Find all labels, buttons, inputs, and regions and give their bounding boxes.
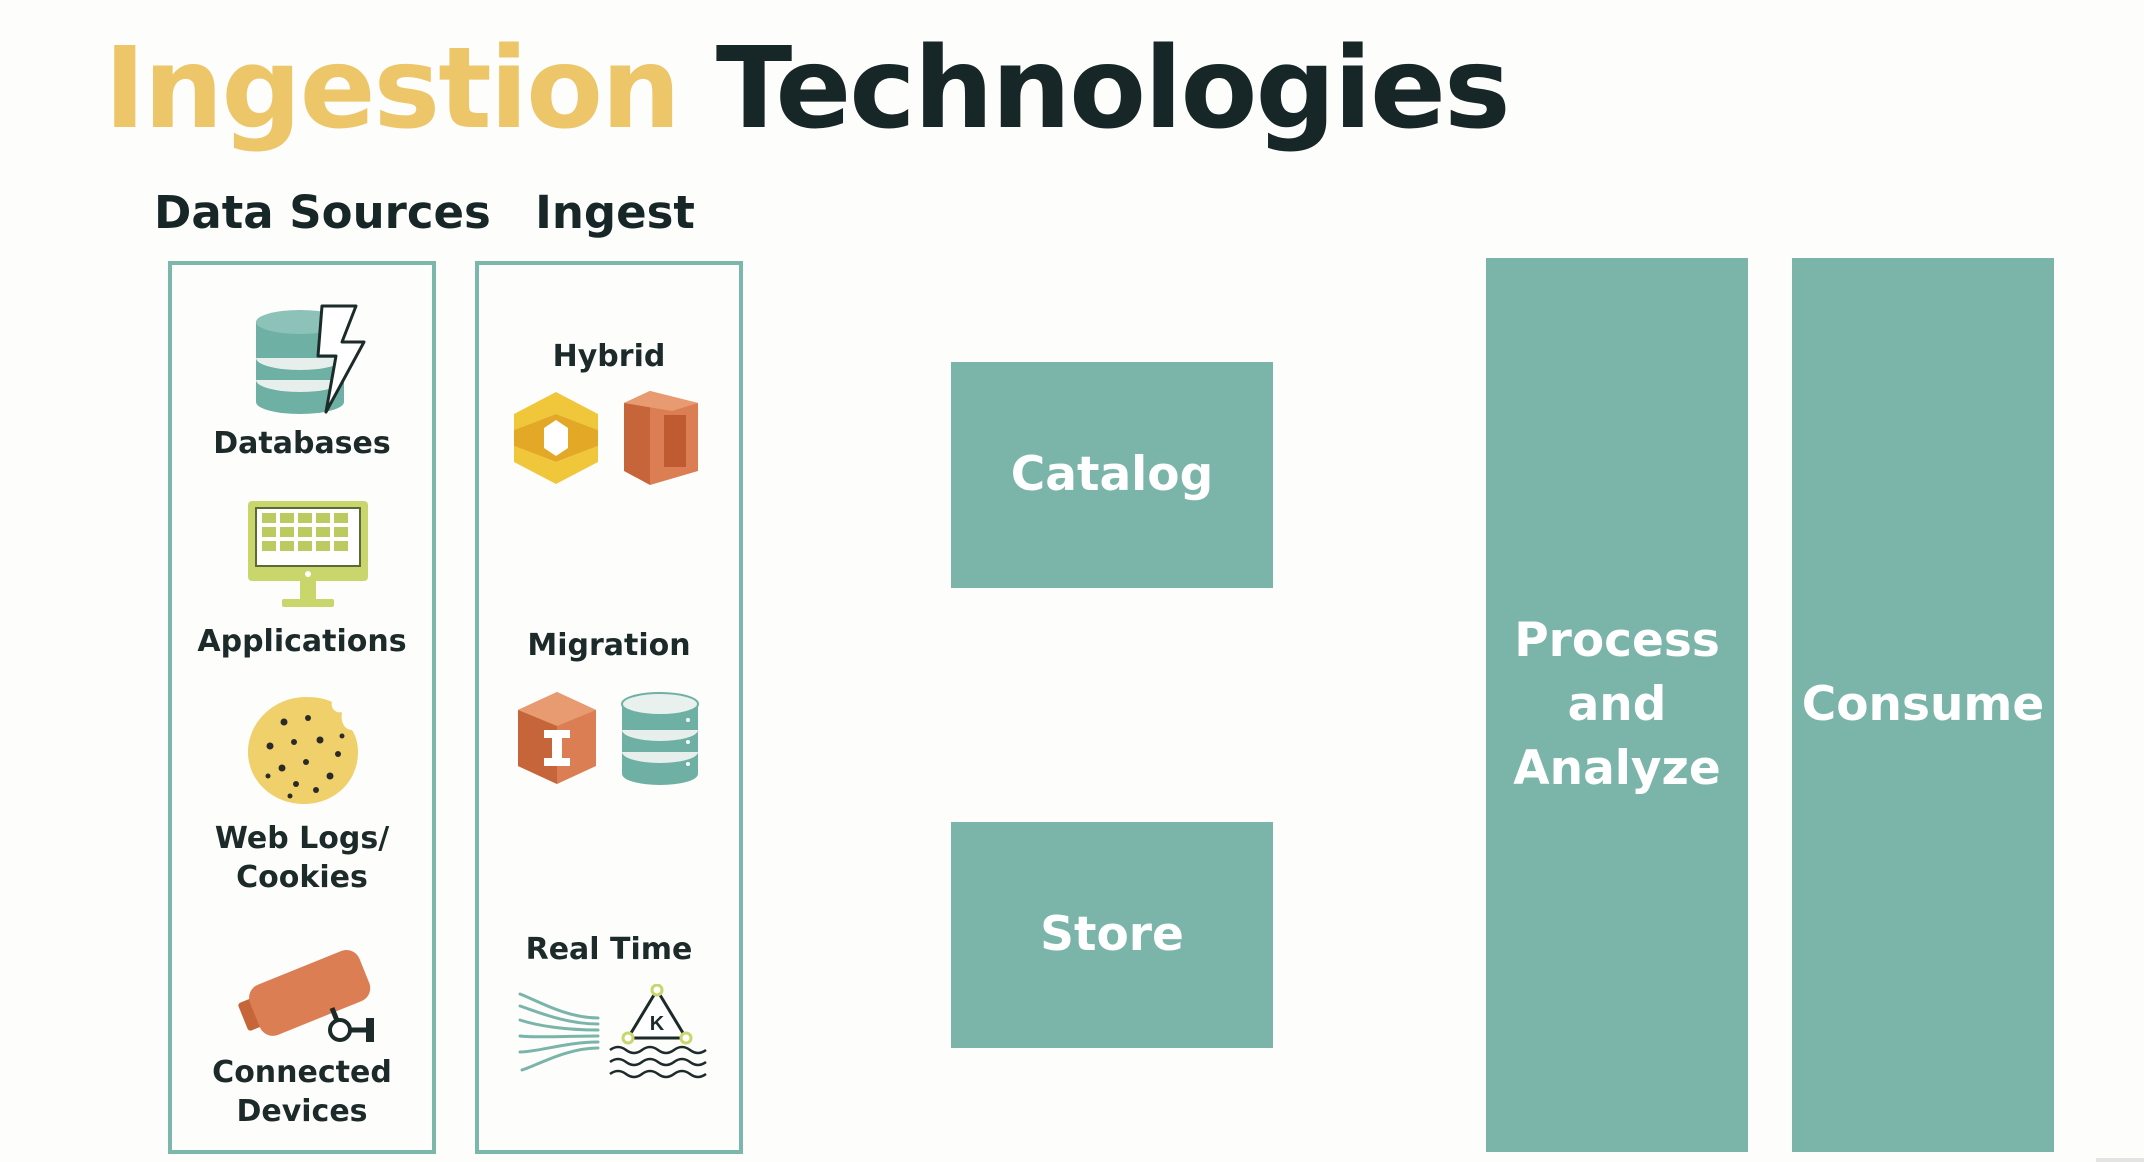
hybrid-label: Hybrid [552, 339, 666, 374]
migration-label: Migration [527, 628, 691, 663]
storage-gateway-icon [514, 392, 598, 484]
connected-label: Connected [212, 1055, 392, 1090]
catalog-label: Catalog [1010, 447, 1214, 502]
and-label: and [1567, 677, 1667, 732]
catalog-box: Catalog [951, 362, 1273, 588]
process-label: Process [1514, 613, 1720, 668]
kinesis-stream-icon [518, 992, 600, 1072]
title-word-ingestion: Ingestion [104, 24, 681, 154]
title-word-technologies: Technologies [715, 24, 1511, 154]
store-box: Store [951, 822, 1273, 1048]
database-migration-icon [518, 692, 596, 784]
devices-label: Devices [236, 1094, 368, 1129]
database-icon [621, 692, 699, 785]
monitor-app-icon [248, 501, 368, 607]
applications-label: Applications [197, 624, 407, 659]
corner-divider [2096, 1158, 2144, 1162]
database-lightning-icon [256, 304, 366, 414]
process-analyze-box: Process and Analyze [1486, 258, 1748, 1152]
snowball-icon [624, 391, 698, 485]
kafka-icon: K [609, 984, 707, 1079]
analyze-label: Analyze [1513, 741, 1721, 796]
ingest-heading: Ingest [535, 186, 695, 239]
cookies-label: Cookies [236, 860, 368, 895]
consume-box: Consume [1792, 258, 2054, 1152]
store-label: Store [1040, 907, 1184, 962]
databases-label: Databases [213, 426, 391, 461]
web-logs-label: Web Logs/ [214, 821, 390, 856]
page-title: Ingestion Technologies [104, 22, 1511, 156]
real-time-label: Real Time [525, 932, 693, 967]
camera-device-icon [238, 950, 374, 1042]
data-sources-heading: Data Sources [154, 186, 491, 239]
cookie-icon [248, 697, 358, 804]
svg-text:K: K [650, 1013, 665, 1035]
consume-label: Consume [1801, 677, 2045, 732]
